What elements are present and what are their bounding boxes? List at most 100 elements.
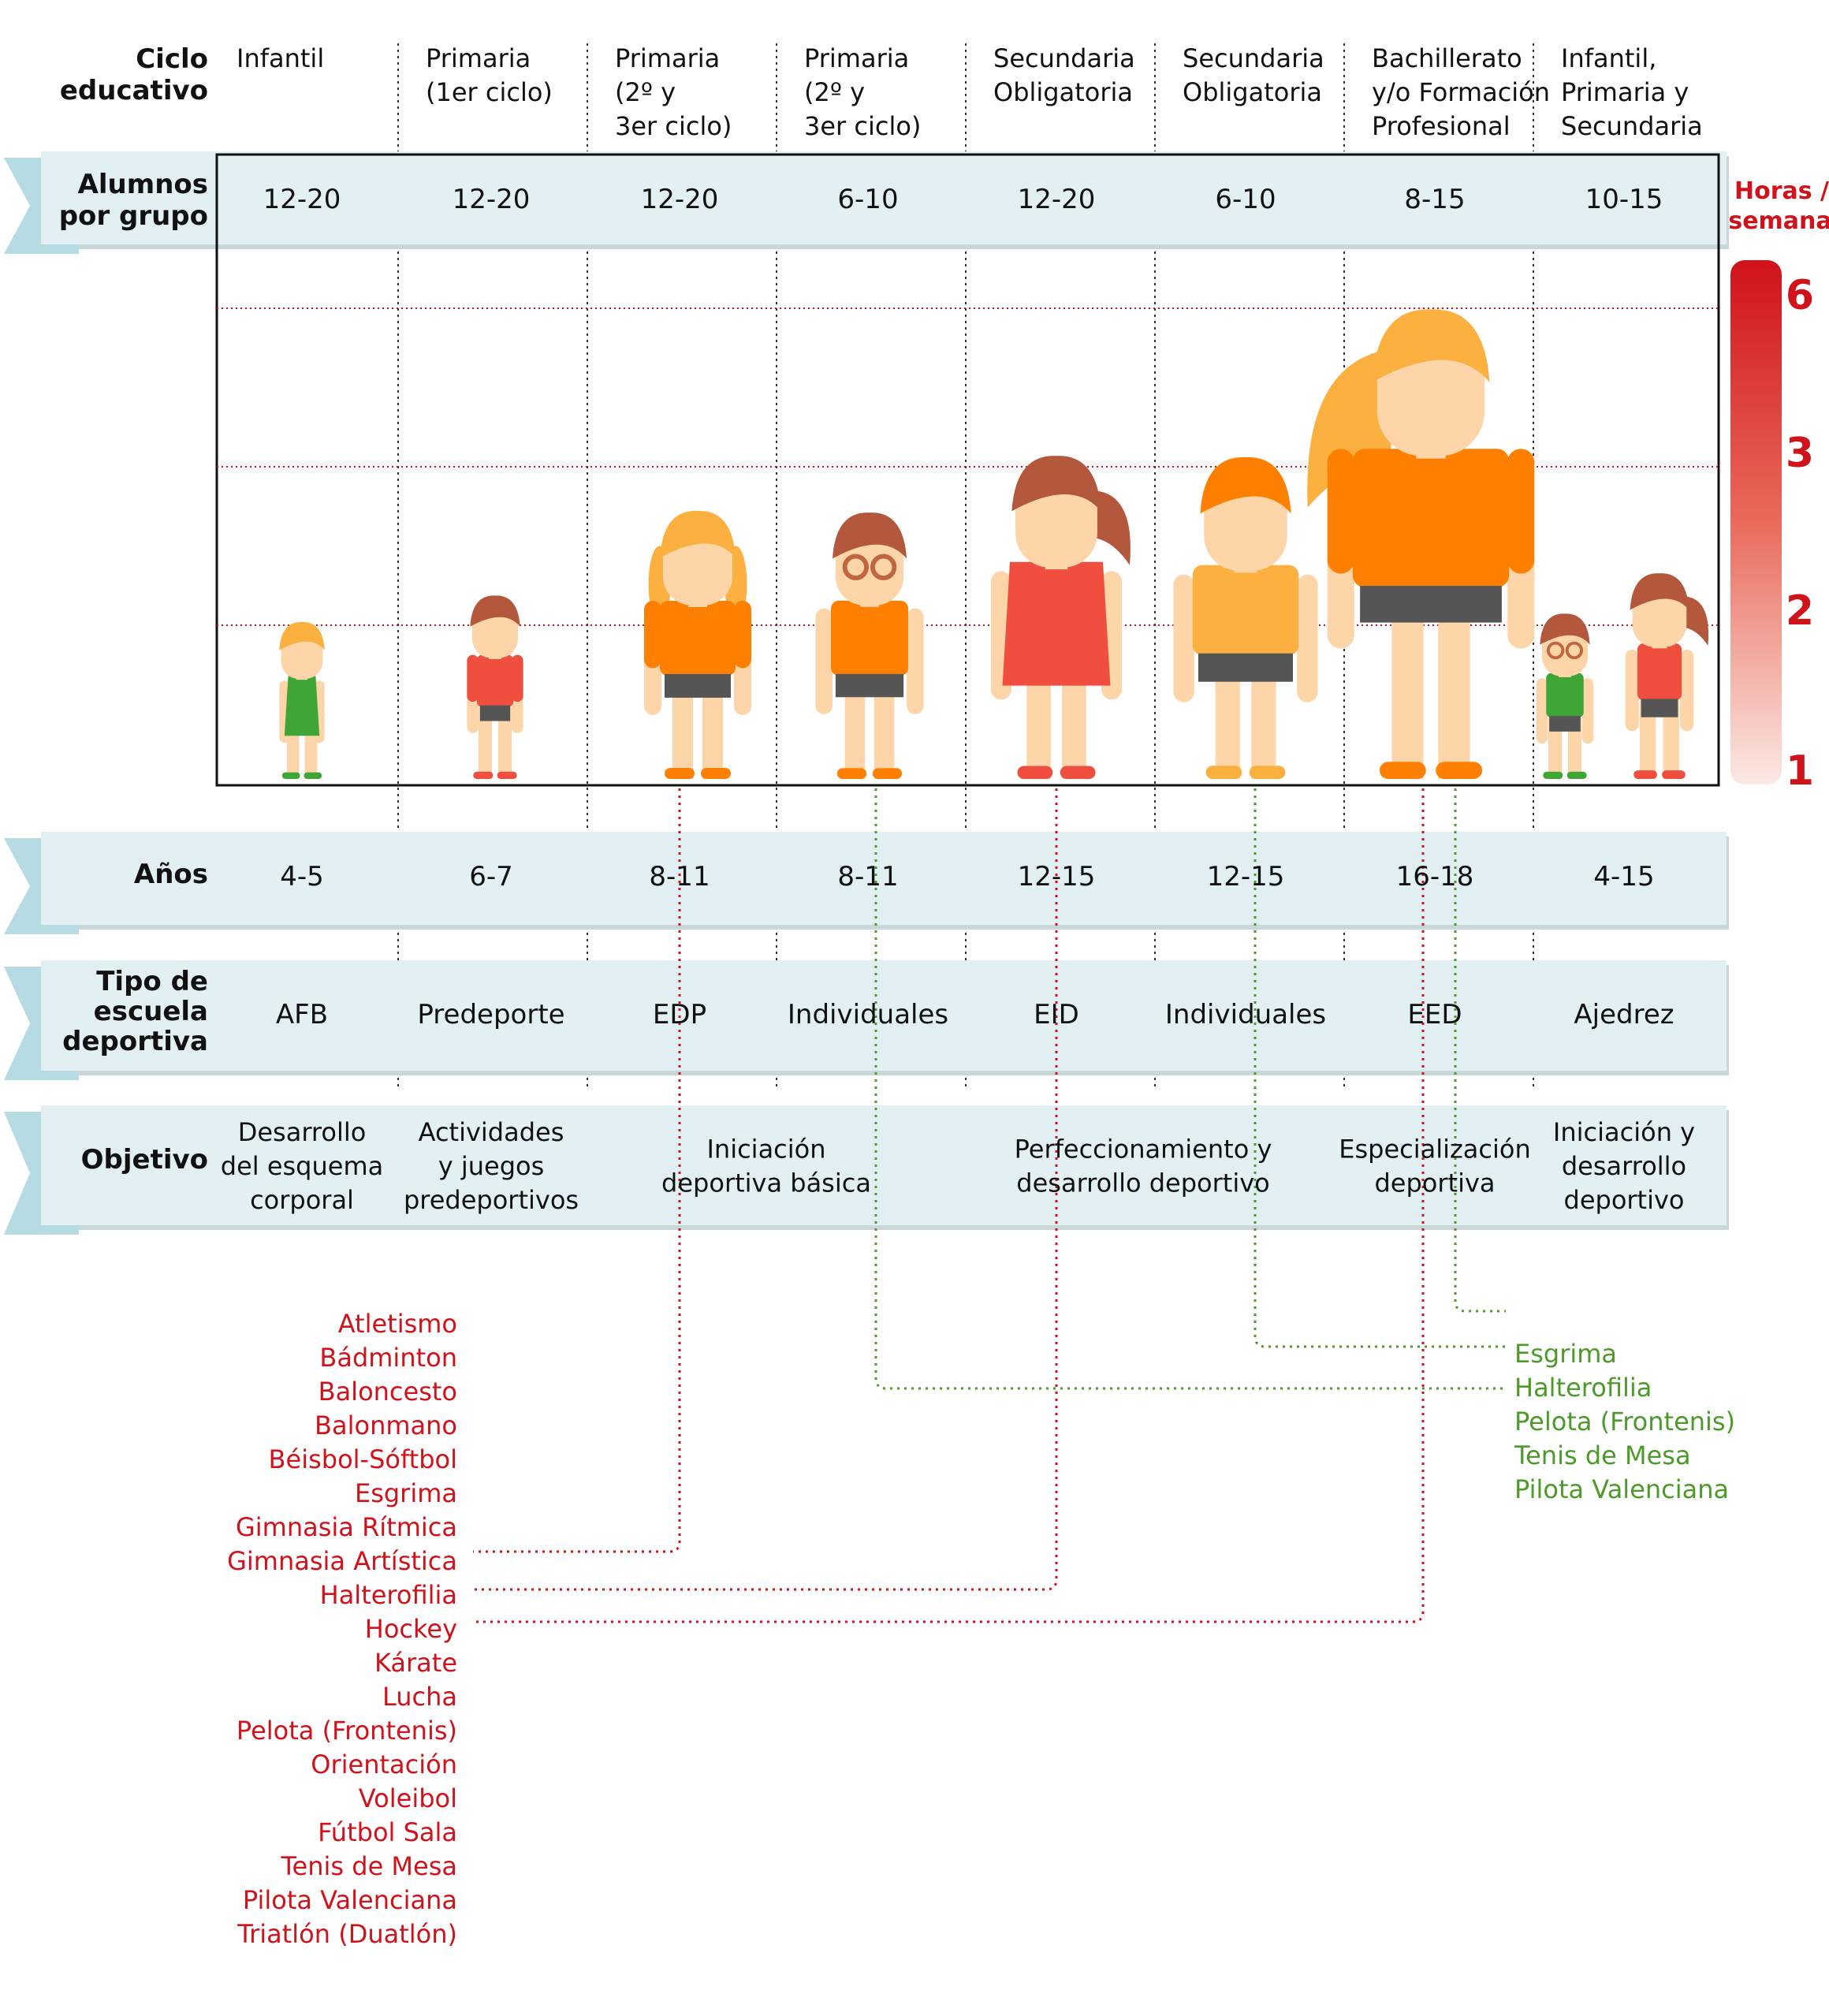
row-label-alumnos: Alumnos bbox=[78, 169, 208, 200]
ciclo-educativo-6: Secundaria bbox=[1183, 43, 1324, 73]
connector-individuales-secundaria bbox=[1253, 788, 1506, 1348]
sport-green-item: Pilota Valenciana bbox=[1514, 1474, 1729, 1504]
anos-value-7: 16-18 bbox=[1396, 861, 1474, 892]
hours-gradient-bar bbox=[1730, 260, 1782, 784]
sport-red-item: Tenis de Mesa bbox=[280, 1851, 457, 1881]
sport-red-item: Halterofilia bbox=[320, 1580, 457, 1610]
objetivo-4: Perfeccionamiento y bbox=[1015, 1135, 1272, 1165]
objetivo-4: desarrollo deportivo bbox=[1016, 1168, 1269, 1198]
objetivo-6: deportivo bbox=[1564, 1185, 1685, 1215]
sport-red-item: Kárate bbox=[374, 1648, 457, 1678]
ciclo-educativo-7: Profesional bbox=[1372, 111, 1511, 141]
row-label-tipo: Tipo de bbox=[96, 966, 208, 997]
hours-tick-1: 1 bbox=[1786, 747, 1814, 795]
anos-value-5: 12-15 bbox=[1018, 861, 1096, 892]
hours-title-line1: Horas / bbox=[1734, 177, 1829, 205]
sport-red-item: Gimnasia Rítmica bbox=[236, 1512, 457, 1542]
figure-ajedrez-boy bbox=[1536, 613, 1594, 779]
tipo-value-4: Individuales bbox=[788, 999, 948, 1030]
ciclo-educativo-4: (2º y bbox=[804, 77, 865, 107]
objetivo-5: Especialización bbox=[1339, 1135, 1531, 1165]
ciclo-educativo-5: Obligatoria bbox=[993, 77, 1133, 107]
hours-title-line2: semana bbox=[1728, 207, 1829, 235]
alumnos-value-8: 10-15 bbox=[1585, 184, 1663, 215]
row-label-tipo: deportiva bbox=[62, 1026, 208, 1057]
sport-red-item: Triatlón (Duatlón) bbox=[237, 1919, 457, 1949]
tipo-value-5: EID bbox=[1034, 999, 1079, 1030]
sport-red-item: Voleibol bbox=[359, 1783, 457, 1813]
sport-red-item: Baloncesto bbox=[318, 1377, 457, 1407]
hours-scale: Horas / semana 6 3 2 1 bbox=[1728, 177, 1829, 795]
ciclo-educativo-2: Primaria bbox=[426, 43, 531, 73]
objetivo-1: corporal bbox=[250, 1185, 354, 1215]
figure-bachillerato bbox=[1307, 309, 1535, 779]
alumnos-value-5: 12-20 bbox=[1018, 184, 1096, 215]
row-label-tipo: escuela bbox=[94, 996, 208, 1027]
ciclo-educativo-4: 3er ciclo) bbox=[804, 111, 921, 141]
alumnos-value-1: 12-20 bbox=[263, 184, 341, 215]
alumnos-value-2: 12-20 bbox=[453, 184, 531, 215]
objetivo-1: del esquema bbox=[221, 1151, 383, 1181]
sport-green-item: Tenis de Mesa bbox=[1514, 1440, 1691, 1470]
row-label-anos: Años bbox=[134, 859, 208, 890]
figure-primaria-1 bbox=[467, 595, 523, 779]
tipo-value-6: Individuales bbox=[1165, 999, 1326, 1030]
ciclo-educativo-4: Primaria bbox=[804, 43, 909, 73]
objetivo-6: desarrollo bbox=[1562, 1151, 1686, 1181]
figure-secundaria-eid bbox=[991, 456, 1131, 779]
connector-eed-red bbox=[473, 788, 1425, 1623]
tipo-value-8: Ajedrez bbox=[1574, 999, 1674, 1030]
figure-secundaria-individuales bbox=[1173, 456, 1318, 779]
band-face-tipo bbox=[41, 960, 1727, 1071]
tipo-value-2: Predeporte bbox=[417, 999, 564, 1030]
ciclo-educativo-3: Primaria bbox=[615, 43, 720, 73]
hours-tick-6: 6 bbox=[1786, 272, 1814, 319]
tipo-value-7: EED bbox=[1407, 999, 1462, 1030]
sport-red-item: Pilota Valenciana bbox=[243, 1885, 457, 1915]
hours-tick-2: 2 bbox=[1786, 587, 1814, 635]
sport-red-item: Fútbol Sala bbox=[318, 1817, 457, 1847]
sport-green-item: Esgrima bbox=[1514, 1339, 1617, 1369]
ciclo-educativo-3: 3er ciclo) bbox=[615, 111, 732, 141]
tipo-value-3: EDP bbox=[653, 999, 706, 1030]
anos-value-6: 12-15 bbox=[1207, 861, 1285, 892]
row-label-ciclo: Ciclo bbox=[136, 43, 208, 75]
band-face-objetivo bbox=[41, 1105, 1727, 1225]
sport-green-item: Pelota (Frontenis) bbox=[1514, 1407, 1735, 1437]
alumnos-value-7: 8-15 bbox=[1404, 184, 1465, 215]
sport-red-item: Gimnasia Artística bbox=[227, 1546, 457, 1576]
figure-primaria-edp bbox=[644, 510, 751, 779]
hours-tick-3: 3 bbox=[1786, 430, 1814, 477]
ciclo-educativo-8: Secundaria bbox=[1561, 111, 1703, 141]
sport-red-item: Esgrima bbox=[355, 1478, 457, 1508]
figure-ajedrez-girl bbox=[1625, 573, 1709, 779]
anos-value-8: 4-15 bbox=[1593, 861, 1654, 892]
figure-infantil bbox=[279, 621, 325, 779]
ciclo-educativo-6: Obligatoria bbox=[1183, 77, 1322, 107]
ciclo-educativo-7: Bachillerato bbox=[1372, 43, 1522, 73]
row-label-alumnos: por grupo bbox=[59, 200, 208, 232]
anos-value-4: 8-11 bbox=[837, 861, 898, 892]
connector-edp bbox=[473, 788, 681, 1553]
alumnos-value-4: 6-10 bbox=[837, 184, 898, 215]
alumnos-value-3: 12-20 bbox=[641, 184, 719, 215]
alumnos-value-6: 6-10 bbox=[1215, 184, 1276, 215]
sport-red-item: Orientación bbox=[311, 1750, 457, 1779]
objetivo-2: Actividades bbox=[419, 1117, 564, 1147]
ciclo-educativo-1: Infantil bbox=[237, 43, 324, 73]
tipo-value-1: AFB bbox=[276, 999, 328, 1030]
height-chart-area bbox=[215, 153, 1720, 787]
chart-frame bbox=[215, 153, 1720, 787]
objetivo-3: Iniciación bbox=[706, 1135, 825, 1165]
sport-red-item: Balonmano bbox=[315, 1410, 457, 1440]
row-bands bbox=[4, 151, 1729, 1235]
objetivo-5: deportiva bbox=[1374, 1168, 1495, 1198]
ciclo-educativo-2: (1er ciclo) bbox=[426, 77, 553, 107]
ciclo-educativo-7: y/o Formación bbox=[1372, 77, 1550, 107]
objetivo-6: Iniciación y bbox=[1553, 1117, 1695, 1147]
ciclo-educativo-8: Infantil, bbox=[1561, 43, 1656, 73]
sport-red-item: Atletismo bbox=[338, 1309, 457, 1339]
objetivo-2: y juegos bbox=[438, 1151, 545, 1181]
anos-value-3: 8-11 bbox=[649, 861, 710, 892]
